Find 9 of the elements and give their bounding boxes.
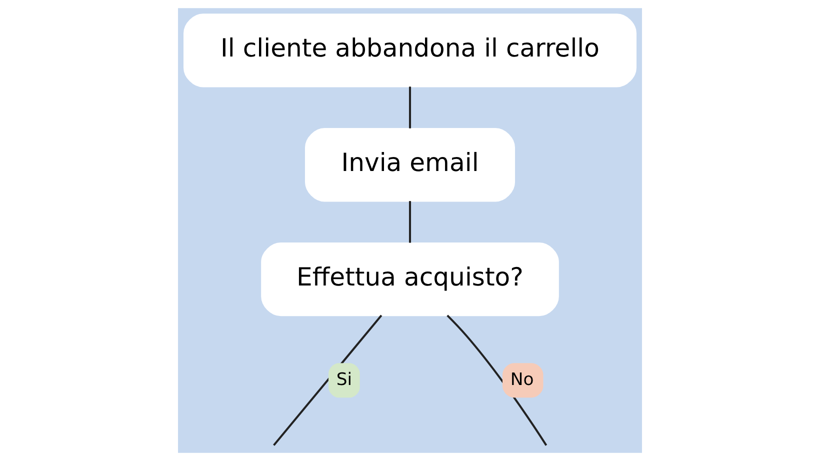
connector: [446, 314, 548, 446]
node-box: Effettua acquisto?: [261, 242, 559, 316]
node-box: Invia email: [304, 128, 516, 202]
node-box: Il cliente abbandona il carrello: [183, 14, 637, 88]
edge-label: Si: [336, 370, 352, 390]
connector: [408, 201, 412, 243]
edge-label: No: [510, 370, 534, 390]
connector: [408, 86, 412, 128]
connector: [273, 314, 382, 446]
